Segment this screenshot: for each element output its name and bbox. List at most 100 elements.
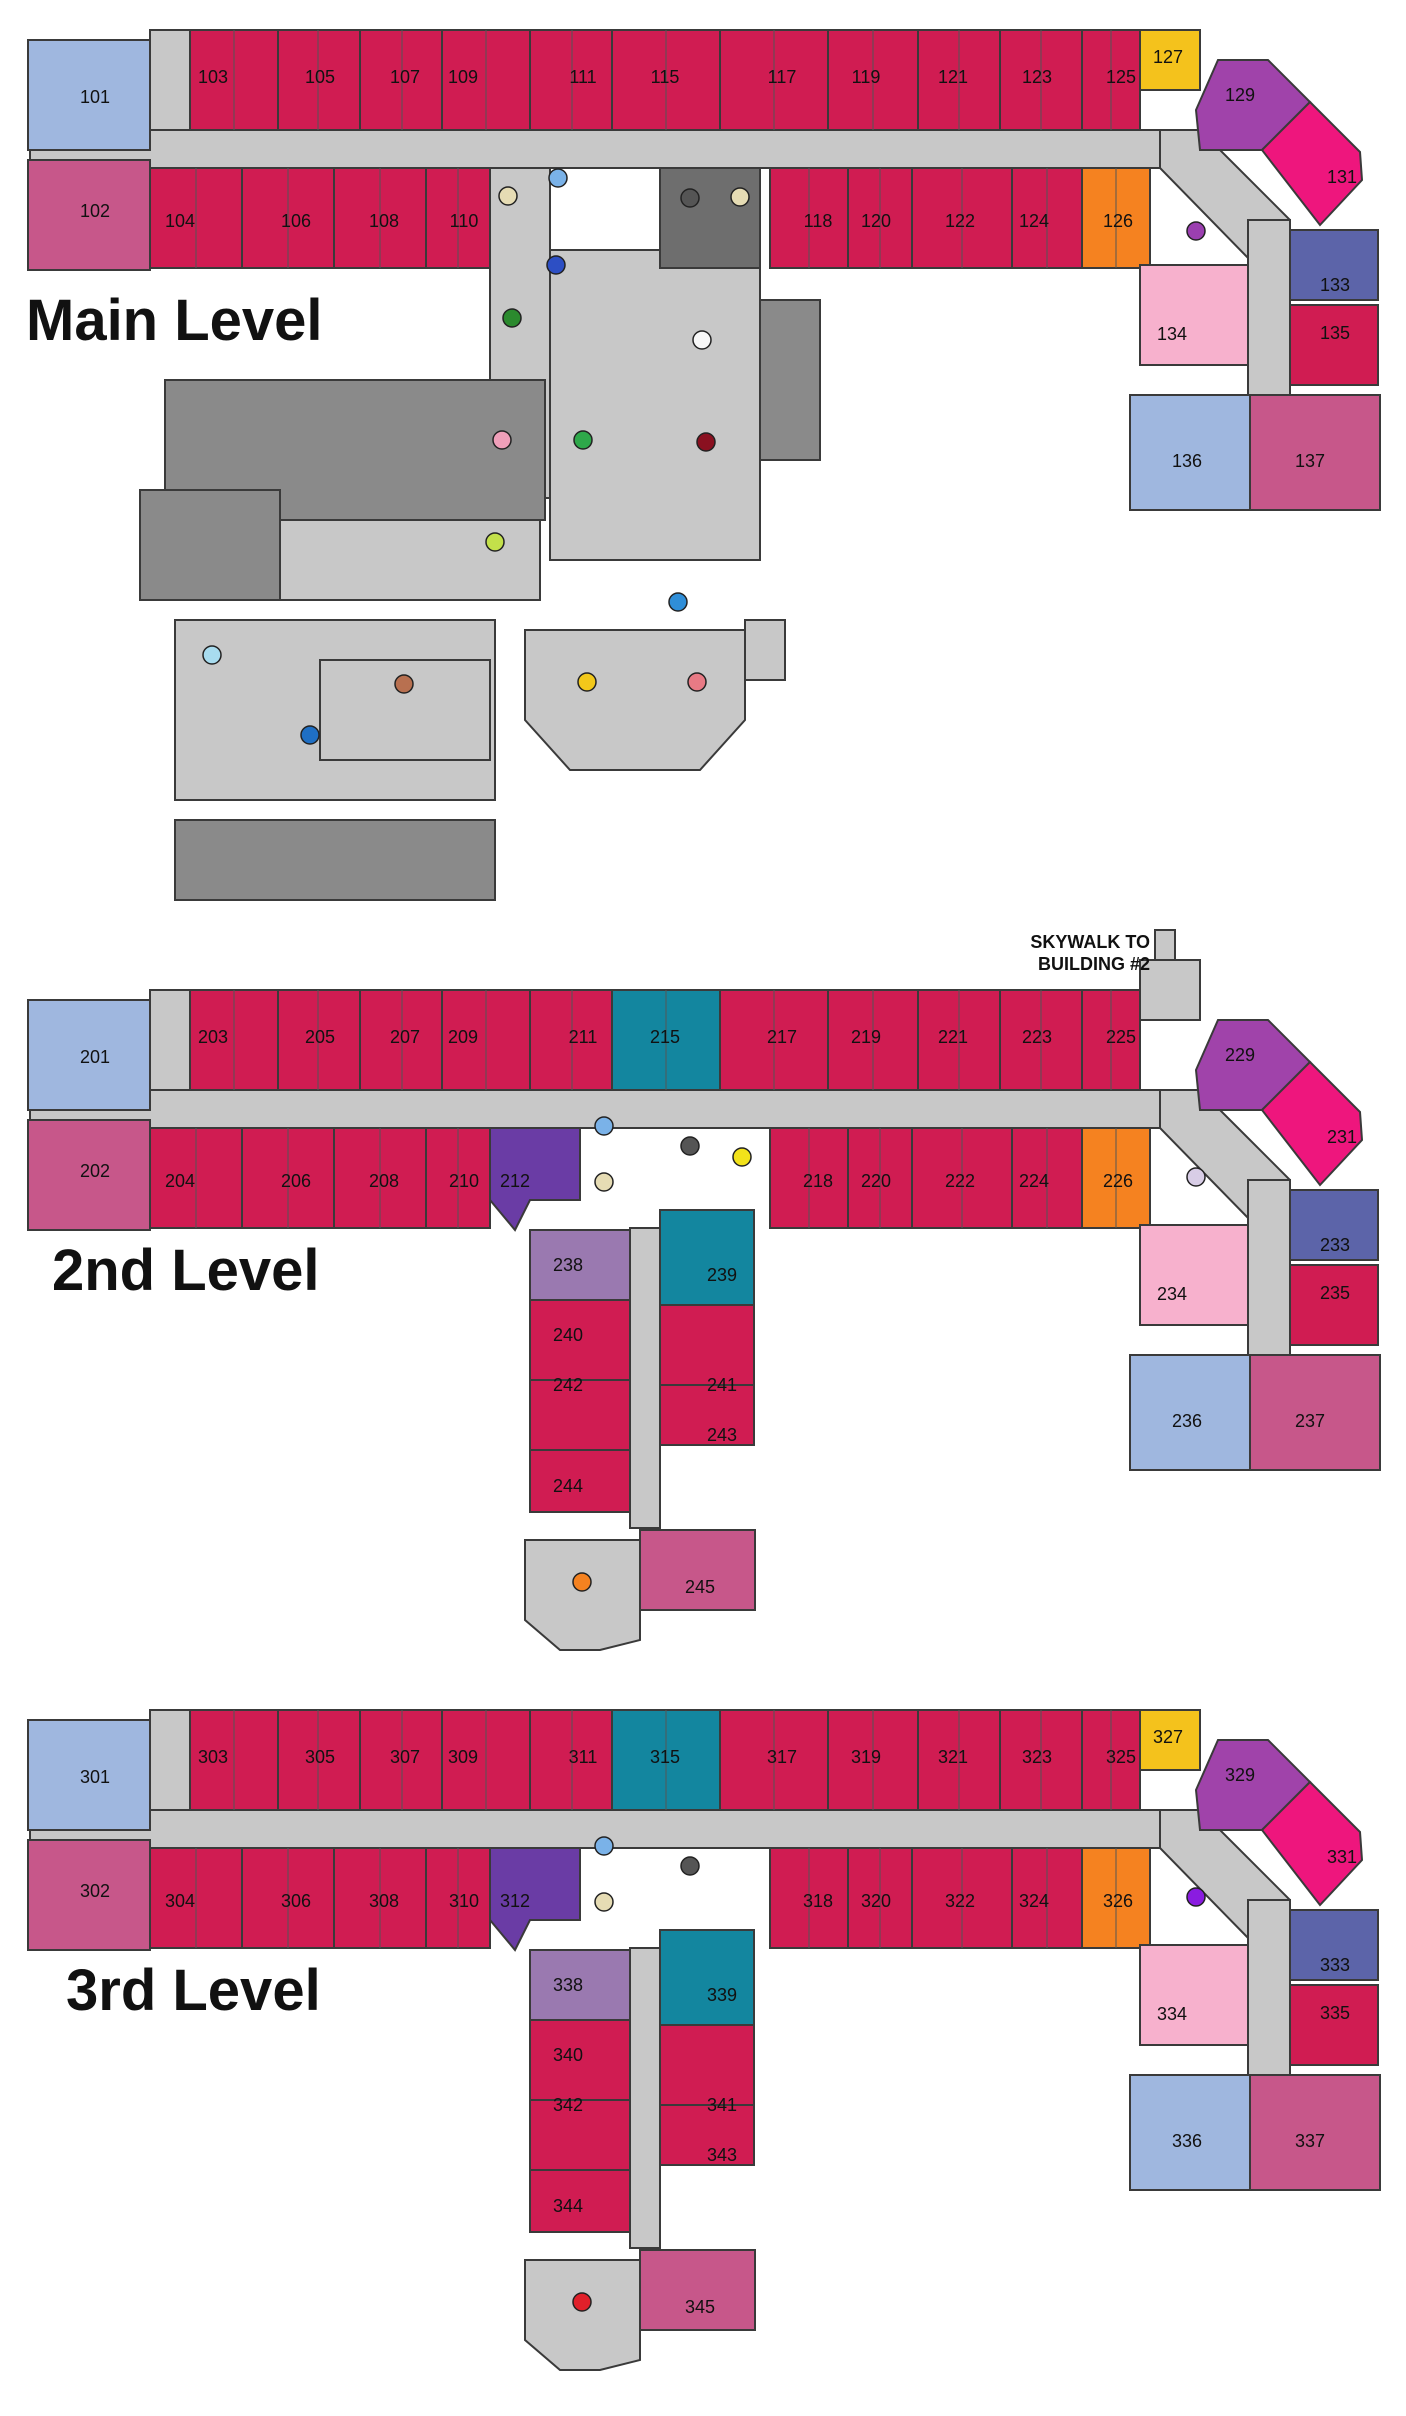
location-marker-third-3 [1186,1887,1206,1907]
room-245 [639,1529,756,1611]
room-label-229: 229 [1225,1045,1255,1065]
labels-layer: Main Level 2nd Level 3rd Level SKYWALK T… [26,288,1150,2023]
room-label-137: 137 [1295,451,1325,471]
room-233 [1289,1189,1379,1261]
office-block [139,489,281,601]
location-marker-second-3 [732,1147,752,1167]
elevator-service [659,167,761,269]
skywalk-label-line1: SKYWALK TO [1030,932,1150,952]
room-label-339: 339 [707,1985,737,2005]
room-label-325: 325 [1106,1747,1136,1767]
main-corridor [29,129,1191,169]
room-label-202: 202 [80,1161,110,1181]
west-hall [279,519,541,601]
level-title-main: Main Level [26,288,323,353]
room-340 [529,2019,631,2101]
location-marker-third-2 [680,1856,700,1876]
room-label-336: 336 [1172,2131,1202,2151]
room-label-311: 311 [569,1747,598,1767]
room-label-305: 305 [305,1747,335,1767]
room-127 [1139,29,1201,91]
location-marker-main-10 [202,645,222,665]
room-333 [1289,1909,1379,1981]
room-302 [27,1839,151,1951]
room-label-242: 242 [553,1375,583,1395]
room-label-206: 206 [281,1171,311,1191]
room-label-337: 337 [1295,2131,1325,2151]
chapel [524,629,746,771]
room-label-243: 243 [707,1425,737,1445]
room-243 [659,1384,755,1446]
east-wing-corridor [1247,1899,1291,2101]
room-343 [659,2104,755,2166]
skywalk-landing [1139,959,1201,1021]
location-marker-main-15 [730,187,750,207]
location-marker-main-0 [548,168,568,188]
markers-layer [202,168,1206,2312]
room-label-104: 104 [165,211,195,231]
room-label-341: 341 [707,2095,737,2115]
east-wing-corridor [1247,219,1291,421]
room-238 [529,1229,631,1301]
room-label-320: 320 [861,1891,891,1911]
room-label-309: 309 [448,1747,478,1767]
room-label-201: 201 [80,1047,110,1067]
room-label-122: 122 [945,211,975,231]
location-marker-second-5 [572,1572,592,1592]
room-label-327: 327 [1153,1727,1183,1747]
room-label-315: 315 [650,1747,680,1767]
room-239 [659,1209,755,1306]
room-label-106: 106 [281,211,311,231]
room-label-126: 126 [1103,211,1133,231]
room-label-101: 101 [80,87,110,107]
room-label-136: 136 [1172,451,1202,471]
room-107 [359,29,443,131]
room-label-120: 120 [861,211,891,231]
room-label-223: 223 [1022,1027,1052,1047]
room-label-333: 333 [1320,1955,1350,1975]
room-label-342: 342 [553,2095,583,2115]
room-label-306: 306 [281,1891,311,1911]
room-331 [1260,1780,1364,1907]
room-label-215: 215 [650,1027,680,1047]
room-label-237: 237 [1295,1411,1325,1431]
room-102 [27,159,151,271]
room-236 [1129,1354,1251,1471]
room-137 [1249,394,1381,511]
location-marker-second-0 [594,1116,614,1136]
room-label-239: 239 [707,1265,737,1285]
room-label-245: 245 [685,1577,715,1597]
west-stair [149,29,191,131]
room-240 [529,1299,631,1381]
location-marker-main-4 [692,330,712,350]
room-label-308: 308 [369,1891,399,1911]
room-label-224: 224 [1019,1171,1049,1191]
room-label-303: 303 [198,1747,228,1767]
location-marker-main-12 [394,674,414,694]
room-label-317: 317 [767,1747,797,1767]
room-label-123: 123 [1022,67,1052,87]
location-marker-main-17 [680,188,700,208]
room-label-331: 331 [1327,1847,1357,1867]
room-345 [639,2249,756,2331]
location-marker-main-1 [498,186,518,206]
skywalk-label-line2: BUILDING #2 [1038,954,1150,974]
room-label-231: 231 [1327,1127,1357,1147]
room-label-301: 301 [80,1767,110,1787]
room-202 [27,1119,151,1231]
room-305 [277,1709,361,1811]
room-201 [27,999,151,1111]
location-marker-main-2 [546,255,566,275]
room-label-133: 133 [1320,275,1350,295]
room-327 [1139,1709,1201,1771]
room-105 [277,29,361,131]
room-label-103: 103 [198,67,228,87]
room-244 [529,1449,631,1513]
room-label-208: 208 [369,1171,399,1191]
room-label-225: 225 [1106,1027,1136,1047]
room-label-211: 211 [569,1027,598,1047]
room-337 [1249,2074,1381,2191]
room-131 [1260,100,1364,227]
